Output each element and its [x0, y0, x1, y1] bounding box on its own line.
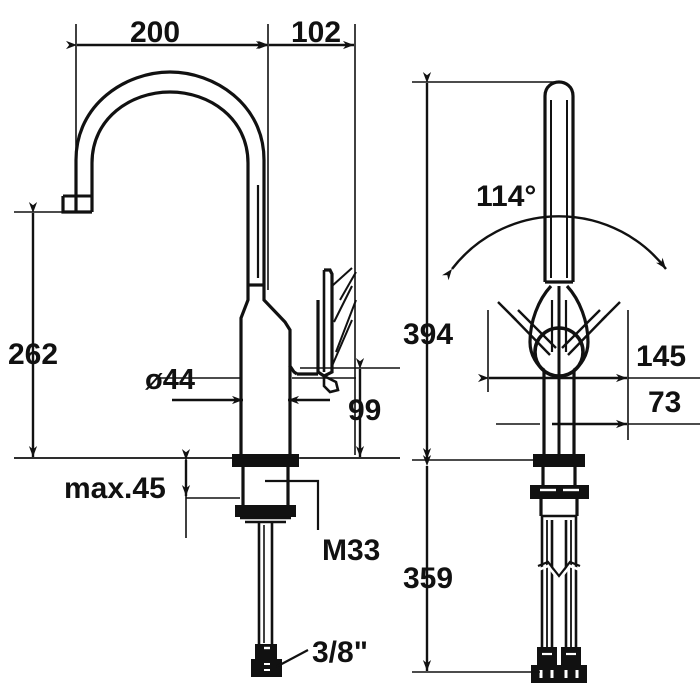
dim-label-102: 102 [291, 16, 341, 49]
dim-label-359: 359 [403, 562, 453, 595]
side-view-handle-phantom [331, 267, 357, 367]
front-view-supply-hoses [540, 516, 578, 648]
front-view-shaft [542, 370, 576, 455]
front-view-hose-fittings [531, 647, 587, 683]
side-view-extension-lines [14, 24, 400, 538]
front-view-extension-lines [412, 81, 700, 673]
side-view-supply-fitting [251, 644, 282, 677]
front-view-hose-break-outline [537, 560, 581, 578]
dim-label-200: 200 [130, 16, 180, 49]
side-view-handle-lever [297, 268, 340, 394]
side-view-spout-outer [74, 70, 266, 285]
leader-line-m33 [265, 479, 320, 530]
dim-label-max45: max.45 [64, 472, 166, 505]
leader-line-three-eighths [275, 649, 309, 668]
dim-label-262: 262 [8, 338, 58, 371]
front-view-body [528, 280, 590, 455]
dim-label-d44: ø44 [145, 364, 195, 396]
front-view-spout-column [543, 80, 575, 282]
side-view-base-assembly [232, 454, 299, 524]
side-view-body [239, 283, 298, 455]
dim-label-m33: M33 [322, 534, 380, 567]
dim-label-145: 145 [636, 340, 686, 373]
swivel-angle-arc [442, 215, 667, 281]
front-view-base-assembly [530, 454, 589, 518]
side-view-spout-inner [90, 90, 250, 285]
dim-label-114deg: 114° [476, 180, 536, 213]
dim-label-73: 73 [648, 386, 681, 419]
dim-label-394: 394 [403, 318, 453, 351]
dim-label-three-eighths: 3/8" [312, 636, 368, 669]
front-view-handle-phantom [497, 301, 621, 356]
dim-label-99: 99 [348, 394, 381, 427]
side-view-spout-outlet [61, 194, 92, 214]
front-view-hose-break-symbol [537, 564, 581, 583]
side-view-supply-hose [257, 522, 274, 645]
